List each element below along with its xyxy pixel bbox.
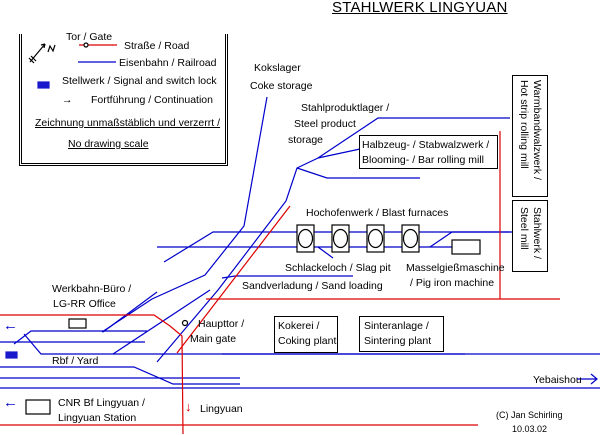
hot-strip-en: Hot strip rolling mill — [518, 80, 530, 169]
rail-yard-4 — [0, 366, 240, 385]
rail-yard-1 — [13, 330, 147, 345]
continuation-arrow-station-icon: ← — [3, 394, 18, 411]
label-steel-storage-de: Stahlproduktlager / — [301, 102, 390, 114]
label-lingyuan: Lingyuan — [200, 403, 243, 415]
rolling-mill-en: Blooming- / Bar rolling mill — [362, 154, 484, 166]
pig-iron-machine-box — [451, 239, 481, 255]
coking-en: Coking plant — [278, 335, 337, 347]
north-arrow-icon — [28, 43, 56, 64]
blast-furnaces — [296, 224, 481, 255]
main-gate-icon — [181, 319, 189, 327]
label-steel-storage-en1: Steel product — [294, 118, 356, 130]
railroad-network — [0, 96, 600, 389]
rail-slag-spur — [317, 246, 334, 259]
label-copyright: (C) Jan Schirling — [496, 410, 563, 420]
legend-gate-icon — [83, 42, 89, 48]
legend-road-label: Straße / Road — [124, 40, 190, 52]
legend-rail-label: Eisenbahn / Railroad — [119, 57, 217, 69]
label-pig-iron-en: / Pig iron machine — [410, 277, 495, 289]
legend-signal-label: Stellwerk / Signal and switch lock — [62, 75, 217, 87]
label-main-gate-en: Main gate — [190, 333, 237, 345]
sinter-de: Sinteranlage / — [364, 320, 429, 332]
station-building — [25, 399, 51, 415]
rail-sand-loading — [221, 275, 353, 279]
label-station-en: Lingyuan Station — [58, 412, 137, 424]
yebaishou-arrow-icon — [590, 373, 598, 385]
rail-third-spur — [296, 167, 420, 179]
label-blast-furnaces: Hochofenwerk / Blast furnaces — [306, 207, 449, 219]
label-pig-iron-de: Masselgießmaschine — [406, 262, 505, 274]
box-steel-mill: Stahlwerk / Steel mill — [512, 200, 548, 272]
rail-coke-storage — [101, 96, 268, 333]
hot-strip-de: Warmbandwalzwerk / — [531, 80, 543, 180]
map-title: STAHLWERK LINGYUAN — [332, 0, 508, 16]
rail-pig-spur — [429, 231, 453, 248]
label-yard: Rbf / Yard — [52, 355, 99, 367]
rolling-mill-de: Halbzeug- / Stabwalzwerk / — [362, 139, 490, 151]
rr-office-building — [68, 318, 87, 329]
road-network — [0, 131, 560, 434]
box-hot-strip-mill: Warmbandwalzwerk / Hot strip rolling mil… — [512, 75, 548, 197]
label-kokslager: Kokslager — [254, 62, 301, 74]
legend-continuation-arrow-icon: → — [62, 94, 73, 106]
label-office-de: Werkbahn-Büro / — [52, 283, 132, 295]
label-main-gate-de: Haupttor / — [198, 318, 245, 330]
legend-continuation-label: Fortführung / Continuation — [91, 94, 213, 106]
label-sand-loading: Sandverladung / Sand loading — [242, 280, 383, 292]
steel-mill-de: Stahlwerk / — [531, 207, 543, 259]
label-steel-storage-en2: storage — [288, 134, 324, 146]
coking-de: Kokerei / — [278, 320, 320, 332]
box-rolling-mill: Halbzeug- / Stabwalzwerk / Blooming- / B… — [359, 135, 498, 169]
legend-note-en: No drawing scale — [68, 138, 149, 150]
legend-gate-label: Tor / Gate — [66, 31, 113, 43]
box-coking-plant: Kokerei / Coking plant — [274, 316, 338, 353]
rail-yard-link — [112, 289, 211, 355]
label-station-de: CNR Bf Lingyuan / — [58, 397, 145, 409]
box-sintering-plant: Sinteranlage / Sintering plant — [359, 316, 444, 352]
rail-office-spur — [102, 291, 158, 333]
label-coke-storage: Coke storage — [250, 80, 313, 92]
label-office-en: LG-RR Office — [53, 298, 116, 310]
road-main-diagonal — [176, 205, 291, 354]
rail-bar-mill — [317, 148, 361, 159]
continuation-arrow-west-icon: ← — [3, 317, 18, 334]
sinter-en: Sintering plant — [364, 335, 432, 347]
label-date: 10.03.02 — [512, 424, 548, 434]
legend-note-de: Zeichnung unmaßstäblich und verzerrt / — [35, 117, 221, 129]
steel-mill-en: Steel mill — [518, 207, 530, 250]
label-yebaishou: Yebaishou — [533, 374, 582, 386]
label-slag-pit: Schlackeloch / Slag pit — [285, 262, 391, 274]
continuation-arrow-south-icon: ↓ — [185, 399, 192, 414]
legend-signal-icon — [37, 81, 50, 89]
legend-box — [19, 34, 228, 166]
road-west — [0, 314, 184, 434]
signal-box-icon — [5, 351, 18, 359]
